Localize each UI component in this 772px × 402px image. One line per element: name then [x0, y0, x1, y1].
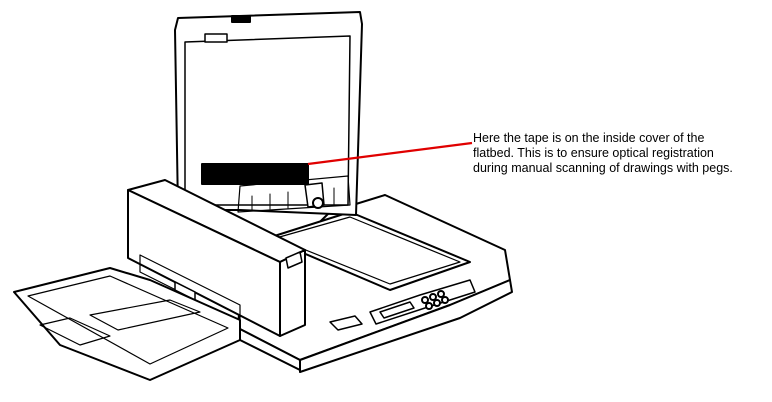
panel-button	[433, 299, 441, 307]
tray-inner	[27, 275, 229, 365]
platen-inner-edge	[275, 216, 461, 285]
registration-tape	[201, 163, 309, 185]
panel-button	[437, 290, 445, 298]
callout-line: Here the tape is on the inside cover of …	[473, 131, 705, 145]
panel-button	[429, 293, 437, 301]
control-panel-strip	[369, 279, 476, 325]
peg-bar-area	[237, 175, 351, 213]
callout-leader-line	[307, 141, 473, 166]
lid-top-tab	[231, 15, 251, 23]
tray-outline	[13, 267, 241, 381]
display-window	[379, 301, 415, 319]
peg-knob	[312, 197, 324, 209]
feeder-button	[285, 251, 303, 269]
tray-slot	[89, 299, 201, 331]
front-handle	[329, 315, 363, 331]
callout-text: Here the tape is on the inside cover of …	[473, 131, 758, 176]
base-front-side	[299, 279, 513, 373]
tray-extension	[39, 317, 111, 346]
document-feeder	[127, 179, 306, 337]
panel-button	[425, 302, 433, 310]
panel-button	[441, 296, 449, 304]
glass-platen	[267, 211, 471, 291]
panel-button	[421, 296, 429, 304]
callout-line: during manual scanning of drawings with …	[473, 161, 733, 175]
output-tray	[13, 267, 241, 381]
control-panel	[329, 279, 476, 331]
lid-latch	[204, 33, 228, 43]
callout-line: flatbed. This is to ensure optical regis…	[473, 146, 714, 160]
